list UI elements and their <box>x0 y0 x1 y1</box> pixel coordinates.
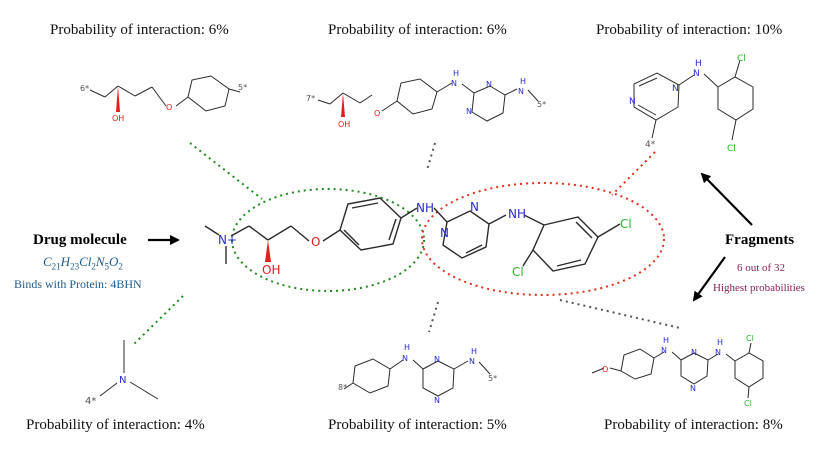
atom-star-7: 7* <box>306 94 315 103</box>
atom-n: N <box>451 79 457 88</box>
probability-label-top-center: Probability of interaction: 6% <box>328 22 507 38</box>
fragment-bottom-right-labels: O H N N N H N Cl Cl <box>602 334 754 408</box>
atom-cl1: Cl <box>620 217 632 231</box>
atom-h: H <box>471 347 477 356</box>
formula-count-cl: 2 <box>91 261 96 272</box>
atom-h: H <box>695 59 702 69</box>
fragments-count: 6 out of 32 <box>737 262 785 274</box>
atom-nplus: N+ <box>218 233 237 247</box>
atom-n: N <box>661 346 667 355</box>
connector-bottom-right <box>559 299 681 329</box>
main-molecule-labels: N+ OH O NH N N NH Cl Cl <box>218 200 632 279</box>
formula-count-n: 5 <box>104 261 110 272</box>
atom-n: N <box>402 354 408 363</box>
atom-star-4: 4* <box>645 140 656 150</box>
atom-n: N <box>469 357 475 366</box>
atom-star-5: 5* <box>488 374 497 383</box>
probability-label-bottom-center: Probability of interaction: 5% <box>328 417 507 433</box>
fragment-top-center <box>317 78 539 122</box>
probability-label-top-right: Probability of interaction: 10% <box>596 22 783 38</box>
fragment-top-left <box>89 75 241 112</box>
fragment-top-center-labels: 7* OH O H N N N H N 5* <box>306 69 546 129</box>
atom-n: N <box>434 355 440 364</box>
atom-n1: N <box>440 226 449 240</box>
drug-molecule-title: Drug molecule <box>33 232 127 248</box>
fragment-top-right <box>633 59 754 141</box>
atom-cl: Cl <box>727 144 736 154</box>
atom-star-5: 5* <box>238 83 247 92</box>
atom-n: N <box>691 348 697 357</box>
atom-n: N <box>672 84 679 94</box>
atom-o: O <box>166 103 172 112</box>
fragment-bottom-center <box>343 358 491 397</box>
atom-cl: Cl <box>737 54 746 64</box>
fragment-bottom-left-labels: N 4* <box>85 375 126 407</box>
fragment-bottom-center-labels: 8* H N N N H N 5* <box>338 343 497 405</box>
formula-element-n: N <box>95 254 105 269</box>
atom-h: H <box>663 336 669 345</box>
atom-h: H <box>520 77 526 86</box>
fragment-top-left-labels: 6* OH O 5* <box>80 83 247 123</box>
atom-o: O <box>602 365 608 374</box>
atom-star-6: 6* <box>80 84 89 93</box>
atom-nh2: NH <box>508 207 526 221</box>
atom-n: N <box>629 97 636 107</box>
atom-oh: OH <box>112 114 124 123</box>
connector-top-left <box>189 142 263 200</box>
atom-cl: Cl <box>744 399 752 408</box>
formula-element-cl: Cl <box>79 254 92 269</box>
main-molecule <box>204 197 621 272</box>
connector-top-center <box>426 142 436 171</box>
atom-nh: NH <box>416 201 434 215</box>
atom-n: N <box>715 348 721 357</box>
formula-element-h: H <box>60 254 71 269</box>
fragment-top-right-labels: N N 4* H N Cl Cl <box>629 54 746 154</box>
atom-n: N <box>486 80 492 89</box>
atom-n: N <box>466 107 472 116</box>
atom-h: H <box>453 69 459 78</box>
probability-label-bottom-left: Probability of interaction: 4% <box>26 417 205 433</box>
connector-bottom-left <box>132 295 184 346</box>
atom-n: N <box>119 375 126 386</box>
green-highlight-ellipse <box>231 188 425 292</box>
atom-n2: N <box>470 200 479 214</box>
atom-cl2: Cl <box>512 265 524 279</box>
atom-n: N <box>518 87 524 96</box>
atom-n: N <box>690 384 696 393</box>
drug-formula: C21H23Cl2N5O2 <box>43 254 123 272</box>
fragments-note: Highest probabilities <box>713 282 805 294</box>
probability-label-top-left: Probability of interaction: 6% <box>50 22 229 38</box>
probability-label-bottom-right: Probability of interaction: 8% <box>604 417 783 433</box>
red-highlight-ellipse <box>421 182 665 296</box>
atom-oh: OH <box>262 263 280 277</box>
atom-h: H <box>404 343 410 352</box>
atom-star-5: 5* <box>537 100 546 109</box>
connector-bottom-center <box>428 301 439 333</box>
formula-element-o: O <box>109 254 119 269</box>
atom-oh: OH <box>338 120 350 129</box>
formula-element-c: C <box>43 254 52 269</box>
atom-star-4: 4* <box>85 396 96 407</box>
binds-with-protein-label: Binds with Protein: 4BHN <box>14 277 142 291</box>
fragments-title: Fragments <box>725 232 795 248</box>
formula-count-h: 23 <box>70 261 80 272</box>
formula-count-o: 2 <box>118 261 123 272</box>
atom-star-8: 8* <box>338 383 347 392</box>
atom-o: O <box>311 235 320 249</box>
connector-top-right <box>611 151 656 196</box>
atom-n: N <box>693 69 700 79</box>
atom-o: O <box>374 109 380 118</box>
atom-n: N <box>434 396 440 405</box>
atom-cl: Cl <box>746 334 754 343</box>
arrow-fragments-up <box>700 172 753 226</box>
fragment-bottom-right <box>591 342 764 399</box>
atom-h: H <box>717 338 723 347</box>
fragment-bottom-left <box>99 340 159 400</box>
formula-count-c: 21 <box>51 261 61 272</box>
arrow-fragments-down <box>692 256 726 302</box>
